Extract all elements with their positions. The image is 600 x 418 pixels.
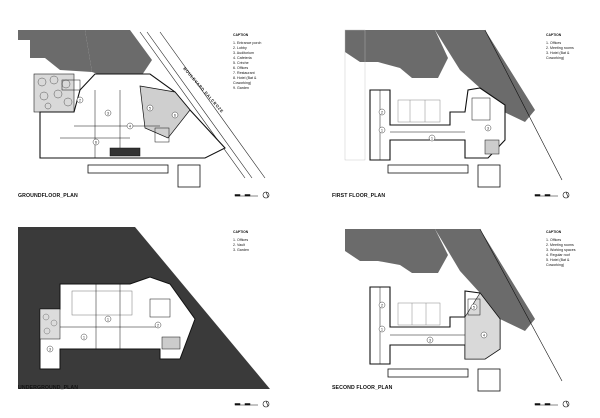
legend-item: 6. Offices <box>233 66 249 70</box>
building-outline <box>39 276 196 370</box>
underground-plan-drawing: 1 1 2 3 <box>18 227 270 408</box>
plinth <box>87 164 169 174</box>
svg-text:3: 3 <box>487 126 489 130</box>
svg-text:4: 4 <box>483 333 485 337</box>
legend-item: 3. Auditorium <box>233 51 254 55</box>
plinth <box>477 164 501 188</box>
legend-item: 2. Meeting rooms <box>546 46 574 50</box>
legend-item: 3. Garden <box>233 248 249 252</box>
legend-item: 5. Hotel (Bat & <box>546 258 570 262</box>
garden-area <box>39 308 61 340</box>
svg-text:3: 3 <box>49 347 51 351</box>
scale-bar <box>534 403 558 406</box>
building-outline <box>369 87 506 161</box>
svg-text:3: 3 <box>429 338 431 342</box>
scale-bar <box>534 194 558 197</box>
first-floor-plan-drawing: 1 2 1 3 <box>344 29 570 199</box>
legend-item: 1. Offices <box>233 238 249 242</box>
north-arrow-icon <box>262 191 270 199</box>
context-building <box>345 229 448 273</box>
legend-item: 2. Lobby <box>233 46 247 50</box>
legend-item: 9. Garden <box>233 86 249 90</box>
groundfloor-plan-sheet: 2 3 4 5 6 6 BOULEVARD DALCROZE GROUNDFLO… <box>0 0 300 209</box>
legend: CAPTION 1. Offices 2. Vault 3. Garden <box>233 230 249 253</box>
garden-trees <box>42 313 58 335</box>
legend-item: 3. Working spaces <box>546 248 576 252</box>
legend-item: 1. Offices <box>546 41 562 45</box>
groundfloor-plan-drawing: 2 3 4 5 6 6 <box>18 30 270 199</box>
svg-text:2: 2 <box>79 98 81 102</box>
svg-text:3: 3 <box>107 111 109 115</box>
legend-item: 5. Crèche <box>233 61 249 65</box>
context-building <box>345 30 448 78</box>
north-arrow-icon <box>262 400 270 408</box>
plan-title: UNDERGROUND_PLAN <box>18 385 79 391</box>
svg-text:5: 5 <box>473 305 475 309</box>
second-floor-plan-sheet: 1 2 3 4 5 SECOND FLOOR_PLAN CAPTION 1. O… <box>300 209 600 418</box>
room-numbers: 2 3 4 5 6 6 <box>76 96 179 146</box>
interior-walls <box>379 287 481 364</box>
legend-item: Coworking) <box>233 81 252 85</box>
plinth <box>477 368 501 392</box>
context-building <box>85 30 152 78</box>
street-hatching <box>139 31 266 179</box>
svg-text:1: 1 <box>431 136 433 140</box>
first-floor-plan-sheet: 1 2 1 3 FIRST FLOOR_PLAN CAPTION 1. Offi… <box>300 0 600 209</box>
svg-text:1: 1 <box>381 327 383 331</box>
legend: CAPTION 1. Offices 2. Meeting rooms 3. W… <box>546 230 576 268</box>
street-edge <box>484 29 563 181</box>
scale-bar <box>234 194 258 197</box>
legend-item: Coworking) <box>546 263 565 267</box>
plinth <box>177 164 201 188</box>
legend-item: Coworking) <box>546 56 565 60</box>
legend: CAPTION 1. Entrance porch 2. Lobby 3. Au… <box>233 33 261 91</box>
legend-item: 1. Offices <box>546 238 562 242</box>
legend-title: CAPTION <box>233 230 249 234</box>
legend-item: 1. Entrance porch <box>233 41 262 45</box>
context-building <box>18 30 92 72</box>
room-numbers: 1 2 3 4 5 <box>378 301 488 344</box>
legend-item: 2. Vault <box>233 243 245 247</box>
second-floor-plan-drawing: 1 2 3 4 5 <box>345 228 570 408</box>
svg-text:2: 2 <box>381 110 383 114</box>
context-building <box>435 30 535 122</box>
room-numbers: 1 1 2 3 <box>46 315 162 353</box>
svg-text:2: 2 <box>381 303 383 307</box>
legend-item: 3. Hotel (Bat & <box>546 51 570 55</box>
svg-text:4: 4 <box>129 124 131 128</box>
legend-item: 8. Hotel (Bat & <box>233 76 257 80</box>
interior-walls <box>60 79 170 158</box>
svg-text:1: 1 <box>107 317 109 321</box>
svg-text:2: 2 <box>157 323 159 327</box>
legend-item: 7. Restaurant <box>233 71 255 75</box>
legend-title: CAPTION <box>546 230 562 234</box>
svg-text:6: 6 <box>174 113 176 117</box>
building-hatched-zone <box>139 85 191 139</box>
svg-text:6: 6 <box>95 140 97 144</box>
scale-bar <box>234 403 258 406</box>
plinth <box>387 164 469 174</box>
legend-item: 2. Meeting rooms <box>546 243 574 247</box>
north-arrow-icon <box>562 400 570 408</box>
svg-text:1: 1 <box>381 128 383 132</box>
plan-title: SECOND FLOOR_PLAN <box>332 385 393 391</box>
plan-title: GROUNDFLOOR_PLAN <box>18 193 78 199</box>
north-arrow-icon <box>562 191 570 199</box>
legend-title: CAPTION <box>233 33 249 37</box>
svg-text:1: 1 <box>83 335 85 339</box>
legend-title: CAPTION <box>546 33 562 37</box>
interior-walls <box>60 284 181 350</box>
legend-item: 4. Cafeteria <box>233 56 252 60</box>
context-outline <box>344 29 366 161</box>
context-building <box>435 229 535 331</box>
plinth <box>387 368 469 378</box>
legend: CAPTION 1. Offices 2. Meeting rooms 3. H… <box>546 33 574 61</box>
plan-title: FIRST FLOOR_PLAN <box>332 193 386 199</box>
interior-walls <box>379 90 500 160</box>
street-edge <box>479 228 563 382</box>
underground-plan-sheet: 1 1 2 3 UNDERGROUND_PLAN CAPTION 1. Offi… <box>0 209 300 418</box>
room-numbers: 1 2 1 3 <box>378 108 492 142</box>
legend-item: 4. Regular roof <box>546 253 570 257</box>
svg-text:5: 5 <box>149 106 151 110</box>
